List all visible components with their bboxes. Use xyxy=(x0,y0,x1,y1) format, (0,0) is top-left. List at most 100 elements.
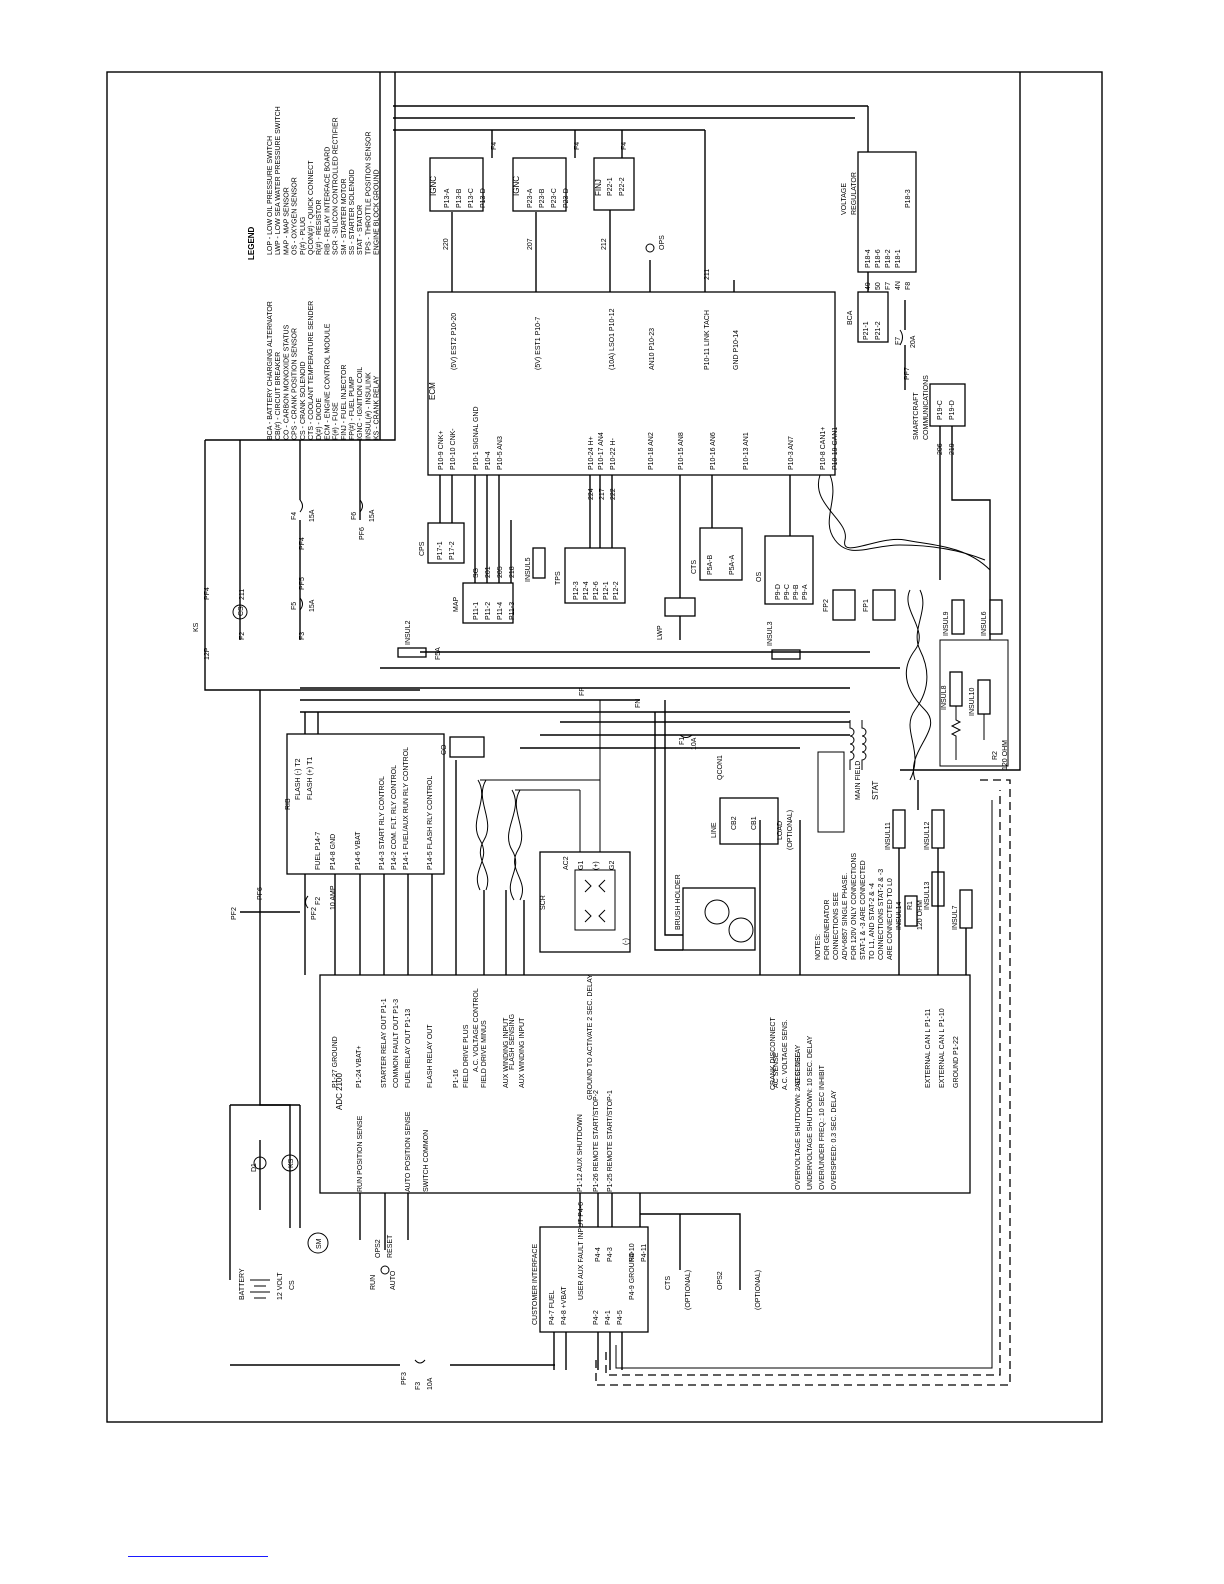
note-line: TO L1, AND STAT-2 & -4 xyxy=(869,883,876,960)
f6-rating: 15A xyxy=(369,509,376,522)
ecm-box xyxy=(427,291,836,476)
lwp-box xyxy=(664,597,696,617)
ecm-right-pins: (5V) EST2 P10-20(5V) EST1 P10-7(10A) LSO… xyxy=(451,308,740,370)
ks-wire-pf4: PF4 xyxy=(204,587,211,600)
rib-pin: P14-3 START RLY CONTROL xyxy=(379,776,386,870)
adc-pin: COMMON FAULT OUT P1-3 xyxy=(393,999,400,1088)
cps-switch-contact xyxy=(645,243,655,253)
scr-box xyxy=(539,851,631,953)
insul10-box xyxy=(977,679,991,715)
map-wire: 205 xyxy=(497,566,504,578)
insul7-label: INSUL7 xyxy=(952,905,959,930)
finj-title: FINJ xyxy=(594,179,603,196)
note-line: STAT-1 & -3 ARE CONNECTED xyxy=(860,860,867,960)
note-line: FOR 120V ONLY CONNECTIONS xyxy=(851,853,858,960)
adc-note: A.C. VOLTAGE SENS. xyxy=(782,1019,789,1090)
legend-entry: CB(#) - CIRCUIT BREAKER xyxy=(275,352,282,440)
f7-rating: 20A xyxy=(910,335,917,348)
adc-pin: AC SENSE xyxy=(773,1052,780,1088)
insul5-box xyxy=(532,547,546,579)
legend-entry: KS - CRANK RELAY xyxy=(374,375,381,440)
note-line: ARE CONNECTED TO L0 xyxy=(887,878,894,960)
can-shield-dashed-1 xyxy=(595,779,1011,1386)
adc-note: FLASH SENSING xyxy=(509,1014,516,1070)
cps-sw-label: OPS xyxy=(659,235,666,250)
ecm-pin: P10-11 LINK TACH xyxy=(704,310,711,370)
insul3-label: INSUL3 xyxy=(767,621,774,646)
cb-load: LOAD xyxy=(777,821,784,840)
note-line: ADV-6857 SINGLE PHASE. xyxy=(842,873,849,960)
legend-entry: OS - OXYGEN SENSOR xyxy=(292,177,299,255)
adc-pin: P1-27 GROUND xyxy=(332,1036,339,1088)
bca-pin1: P21-1 xyxy=(863,321,870,340)
vreg-wire: 4N xyxy=(895,281,902,290)
f4-top-2: F4 xyxy=(574,142,581,150)
vreg-title2: REGULATOR xyxy=(851,172,858,215)
tps-title: TPS xyxy=(555,571,562,585)
legend-entry: CS - CRANK SOLENOID xyxy=(300,361,307,440)
cs-label: CS xyxy=(238,606,245,616)
f6-fuse-symbol xyxy=(359,499,363,513)
adc-note: CRANK DISCONNECT xyxy=(770,1017,777,1090)
ignc-pin: P13-A xyxy=(444,188,451,208)
ecm-pin: (10A) LSO1 P10-12 xyxy=(609,308,616,370)
tps-pin: P12-1 xyxy=(603,581,610,600)
ks-wire-12p: 12P xyxy=(204,647,211,660)
cps-wires xyxy=(439,475,453,523)
legend-entry: FP(#) - FUEL PUMP xyxy=(349,376,356,440)
opt-cts-sub: (OPTIONAL) xyxy=(685,1270,692,1310)
ignc-pin: P23-B xyxy=(539,188,546,208)
ops-reset: RESET xyxy=(387,1234,394,1258)
f7-fuse-symbol xyxy=(899,329,903,346)
voltage-regulator-box xyxy=(857,151,917,273)
customer-interface-box xyxy=(539,1226,649,1333)
ignc2-box xyxy=(512,157,567,212)
ecm-pin: GND P10-14 xyxy=(733,330,740,370)
ignc-pin: P13-B xyxy=(456,188,463,208)
ecm-pin: P10-13 AN1 xyxy=(743,432,750,470)
legend-entry: D(#) - DIODE xyxy=(316,398,323,440)
adc-pin: FUEL RELAY OUT P1-13 xyxy=(405,1009,412,1088)
starter-motor xyxy=(307,1232,329,1254)
rib-pin: FUEL P14-7 xyxy=(315,832,322,870)
f4-fuse-symbol xyxy=(299,499,303,513)
ecm-pin: P10-5 AN3 xyxy=(497,436,504,470)
fp1-box xyxy=(872,589,896,621)
scr-twist-3 xyxy=(508,789,517,901)
battery-wires xyxy=(229,1104,301,1280)
sm-label: SM xyxy=(316,1238,323,1249)
finj-wire: 212 xyxy=(601,238,608,250)
can-down-wires xyxy=(898,780,967,975)
adc-input-leads xyxy=(304,760,801,975)
brush-fp xyxy=(704,899,730,925)
ops-run: RUN xyxy=(370,1275,377,1290)
ecm-pin: P10-10 CNK- xyxy=(450,428,457,470)
ecm-pin: P10-24 H+ xyxy=(588,436,595,470)
ecm-title: ECM xyxy=(428,382,437,400)
legend-entry: ENGINE BLOCK GROUND xyxy=(374,169,381,255)
brush-fn xyxy=(728,917,754,943)
r2-value: 120 OHM xyxy=(1002,740,1009,770)
tps-pin: P12-2 xyxy=(613,581,620,600)
legend-entry: STAT - STATOR xyxy=(357,205,364,255)
insul6-box xyxy=(989,599,1003,635)
legend-entry: QCON(#) - QUICK CONNECT xyxy=(308,160,315,255)
ops-switch xyxy=(380,1265,390,1275)
f7-label: F7 xyxy=(895,337,902,345)
brush-wires xyxy=(654,700,683,951)
adc-pin: SWITCH COMMON xyxy=(423,1130,430,1192)
insul9-label: INSUL9 xyxy=(943,611,950,636)
f1-rating: 10A xyxy=(691,737,698,750)
customer-pin: P4-10 xyxy=(629,1243,636,1262)
finj-box xyxy=(593,157,635,211)
adc-note: P1-26 REMOTE START/STOP-2 xyxy=(593,1090,600,1192)
brush-holder-box xyxy=(682,887,756,951)
cb-qcon1: QCON1 xyxy=(717,755,724,780)
f7-wire-label: PF7 xyxy=(904,367,911,380)
legend-entry: SS - STARTER SOLENOID xyxy=(349,169,356,255)
